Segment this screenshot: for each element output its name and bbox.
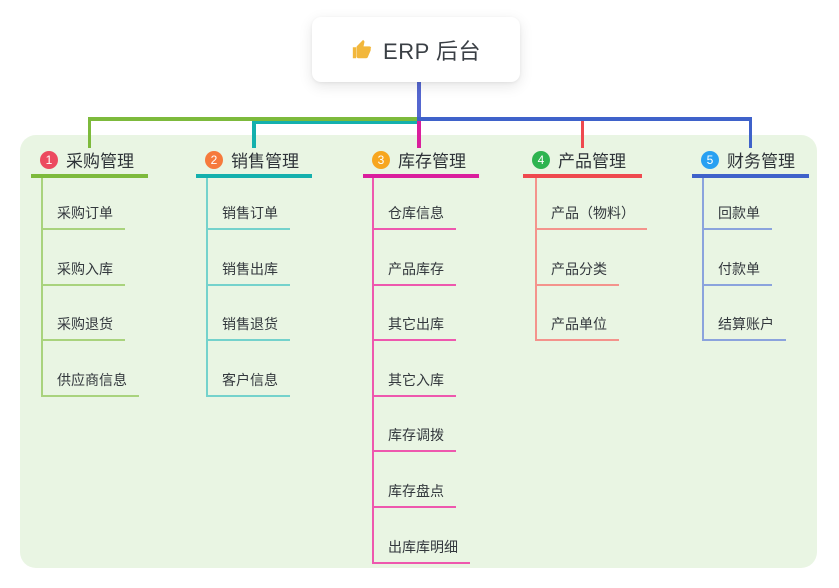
child-node[interactable]: 出库库明细 (372, 537, 470, 564)
branch-number-badge: 2 (205, 150, 223, 169)
connector-bus-branch-1 (87, 117, 417, 121)
branch-number-badge: 5 (701, 150, 719, 169)
branch-title: 库存管理 (398, 152, 466, 171)
branch-number-badge: 4 (532, 150, 550, 169)
branch-heading-2[interactable]: 2 销售管理 (196, 145, 312, 178)
child-node[interactable]: 销售出库 (206, 259, 290, 286)
branch-title: 采购管理 (66, 152, 134, 171)
child-node[interactable]: 采购订单 (41, 203, 125, 230)
branch-heading-1[interactable]: 1 采购管理 (31, 145, 148, 178)
root-label: ERP 后台 (383, 38, 481, 64)
connector-stub-branch-5 (748, 117, 753, 148)
connector-bus-branch-2 (252, 120, 417, 124)
connector-spine-branch-2 (206, 178, 208, 397)
branch-heading-3[interactable]: 3 库存管理 (363, 145, 479, 178)
child-node[interactable]: 供应商信息 (41, 370, 139, 397)
child-node[interactable]: 采购退货 (41, 314, 125, 342)
child-node[interactable]: 库存调拨 (372, 425, 456, 453)
child-node[interactable]: 产品单位 (535, 314, 619, 342)
child-node[interactable]: 其它出库 (372, 314, 456, 342)
branch-heading-4[interactable]: 4 产品管理 (523, 145, 642, 178)
child-node[interactable]: 产品（物料） (535, 203, 647, 230)
child-node[interactable]: 采购入库 (41, 259, 125, 286)
branches-panel (20, 135, 817, 568)
connector-stub-branch-3 (416, 120, 421, 148)
branch-title: 财务管理 (727, 152, 795, 171)
connector-root-drop (416, 82, 421, 124)
thumbs-up-icon (351, 39, 373, 61)
branch-number-badge: 3 (372, 150, 390, 169)
child-node[interactable]: 销售订单 (206, 203, 290, 230)
child-node[interactable]: 库存盘点 (372, 481, 456, 508)
child-node[interactable]: 产品分类 (535, 259, 619, 286)
root-node[interactable]: ERP 后台 (312, 17, 520, 82)
branch-number-badge: 1 (40, 150, 58, 169)
child-node[interactable]: 付款单 (702, 259, 772, 286)
connector-stub-branch-2 (252, 120, 256, 148)
connector-spine-branch-4 (535, 178, 537, 342)
branch-title: 销售管理 (231, 152, 299, 171)
branch-title: 产品管理 (558, 152, 626, 171)
child-node[interactable]: 销售退货 (206, 314, 290, 342)
connector-stub-branch-4 (580, 120, 585, 148)
connector-spine-branch-5 (702, 178, 704, 342)
child-node[interactable]: 客户信息 (206, 370, 290, 397)
connector-stub-branch-1 (87, 117, 92, 148)
connector-bus-branch-5 (416, 117, 753, 121)
child-node[interactable]: 仓库信息 (372, 203, 456, 230)
child-node[interactable]: 结算账户 (702, 314, 786, 342)
child-node[interactable]: 产品库存 (372, 259, 456, 286)
child-node[interactable]: 回款单 (702, 203, 772, 230)
branch-heading-5[interactable]: 5 财务管理 (692, 145, 809, 178)
connector-spine-branch-1 (41, 178, 43, 397)
connector-spine-branch-3 (372, 178, 374, 564)
child-node[interactable]: 其它入库 (372, 370, 456, 397)
